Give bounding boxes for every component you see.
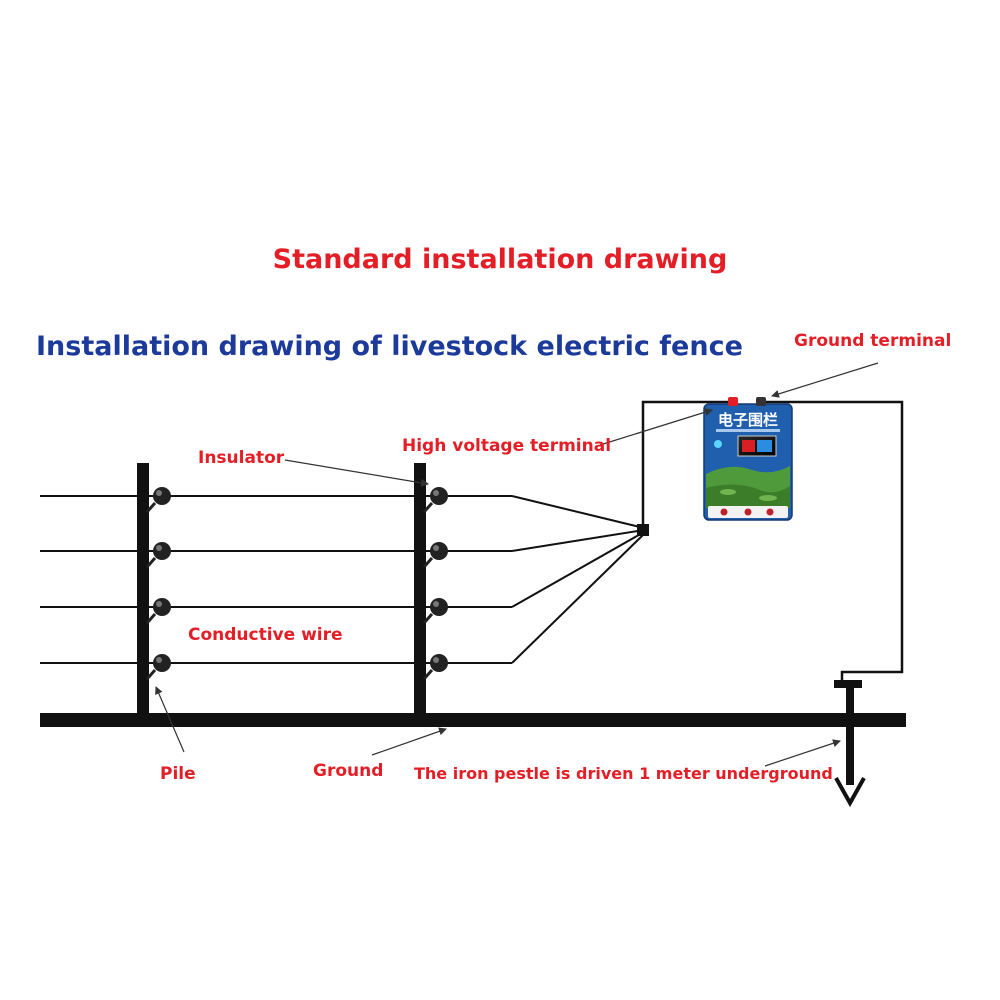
insulator-icon [145, 598, 171, 624]
high-voltage-terminal-icon [728, 397, 738, 406]
diagram-subtitle: Installation drawing of livestock electr… [36, 331, 743, 362]
ground-rod-head [834, 680, 862, 688]
insulator-icon [145, 487, 171, 513]
output-port-icon [766, 508, 774, 516]
ground-rod-arrow-icon [834, 777, 866, 808]
output-port-icon [720, 508, 728, 516]
high-voltage-lead [641, 400, 735, 524]
label-pile: Pile [160, 764, 196, 784]
insulator-icon [422, 598, 448, 624]
insulator-icon [145, 542, 171, 568]
diagram-title: Standard installation drawing [272, 244, 728, 275]
ground-rod [846, 685, 854, 785]
ground-lead [760, 400, 904, 683]
label-insulator: Insulator [198, 448, 285, 468]
insulator-icon [145, 654, 171, 680]
insulator-icon [422, 654, 448, 680]
ground-terminal-icon [756, 397, 766, 406]
energizer-brand-text: 电子围栏 [718, 411, 778, 429]
label-ground: Ground [313, 761, 384, 781]
power-indicator-icon [714, 440, 722, 448]
output-port-icon [744, 508, 752, 516]
label-conductive-wire: Conductive wire [188, 625, 343, 645]
insulator-icon [422, 487, 448, 513]
insulator-icon [422, 542, 448, 568]
energizer-subtitle-strip [716, 429, 780, 432]
leader-lines [155, 362, 879, 767]
label-high-voltage-terminal: High voltage terminal [402, 436, 612, 456]
pile-right [414, 463, 426, 718]
label-iron-pestle: The iron pestle is driven 1 meter underg… [414, 764, 833, 783]
wire-junction [637, 524, 649, 536]
pile-left [137, 463, 149, 718]
label-ground-terminal: Ground terminal [794, 331, 952, 351]
insulators [145, 487, 448, 680]
energizer-device: 电子围栏 [703, 397, 793, 521]
ground-bar [40, 713, 906, 727]
